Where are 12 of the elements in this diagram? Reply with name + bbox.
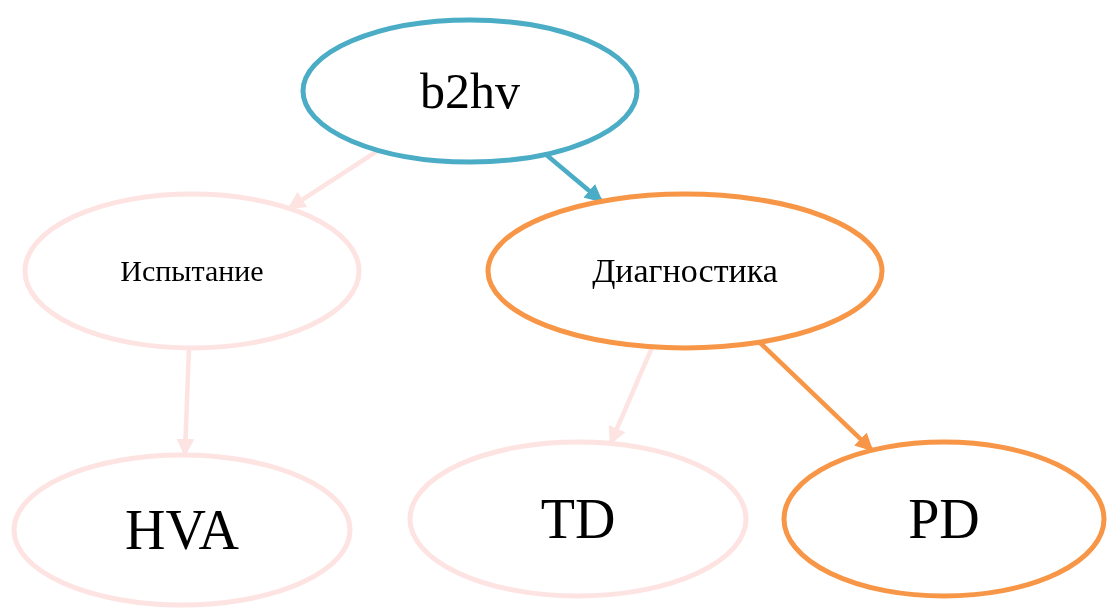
node-label: b2hv [420,62,520,120]
ellipse-node [407,439,749,599]
ellipse-node [781,439,1107,599]
node-label: TD [540,487,616,551]
node-label: Диагностика [592,252,778,290]
ellipse-node [22,191,362,351]
node-label: Испытание [120,254,264,288]
ellipse-node [300,17,640,165]
ellipse-node [485,191,885,351]
ellipse-node [11,452,353,608]
node-label: HVA [124,498,240,562]
node-label: PD [908,487,980,551]
